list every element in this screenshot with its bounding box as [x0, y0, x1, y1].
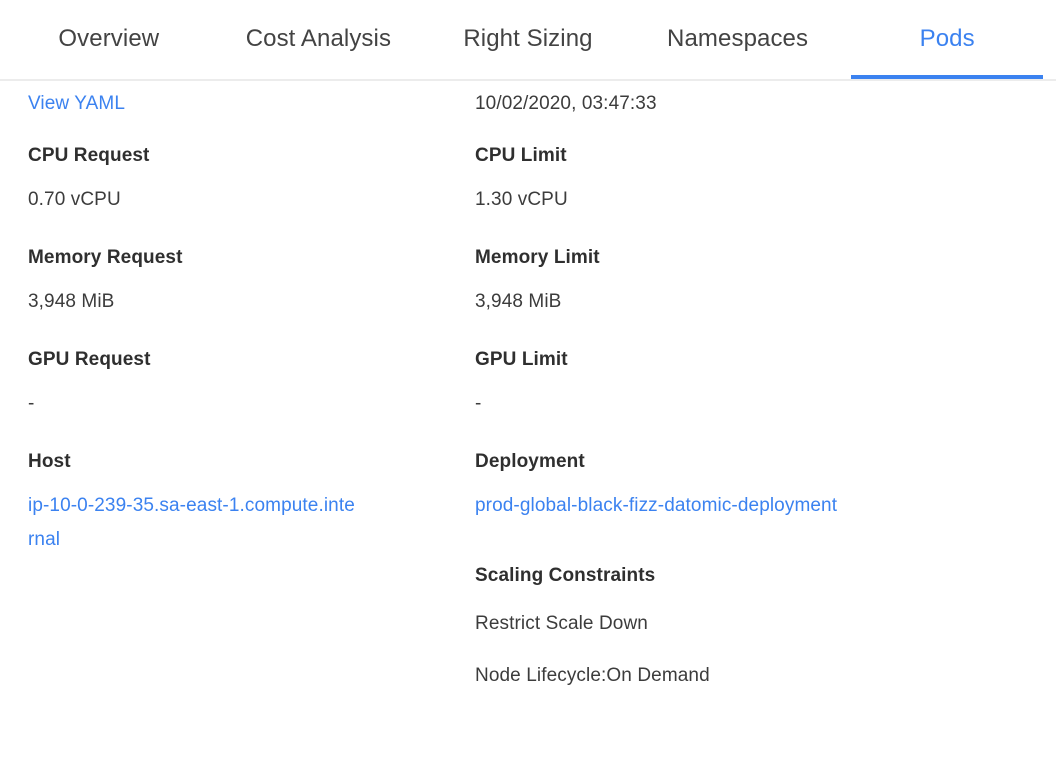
tab-pods-label: Pods — [919, 25, 975, 52]
field-gpu-limit: GPU Limit - — [475, 347, 1036, 449]
field-host-label: Host — [28, 451, 71, 472]
host-link[interactable]: ip-10-0-239-35.sa-east-1.compute.interna… — [28, 495, 355, 550]
field-gpu-request-label: GPU Request — [28, 349, 151, 370]
field-memory-request: Memory Request 3,948 MiB — [28, 245, 445, 347]
timestamp-row: 10/02/2020, 03:47:33 — [475, 81, 1036, 143]
scaling-constraints-title: Scaling Constraints — [475, 565, 656, 586]
tab-pods[interactable]: Pods — [842, 0, 1052, 79]
scaling-constraint-item: Node Lifecycle:On Demand — [475, 665, 710, 686]
tab-right-sizing[interactable]: Right Sizing — [423, 0, 633, 78]
field-deployment: Deployment prod-global-black-fizz-datomi… — [475, 449, 1036, 523]
view-yaml-row: View YAML — [28, 81, 445, 143]
tab-active-underline — [851, 75, 1043, 79]
field-cpu-limit-label: CPU Limit — [475, 145, 567, 166]
view-yaml-link[interactable]: View YAML — [28, 93, 126, 114]
field-deployment-label: Deployment — [475, 451, 585, 472]
field-memory-limit-label: Memory Limit — [475, 247, 600, 268]
detail-column-left: View YAML CPU Request 0.70 vCPU Memory R… — [0, 81, 465, 715]
field-cpu-request-label: CPU Request — [28, 145, 150, 166]
tab-cost-analysis-label: Cost Analysis — [245, 25, 392, 52]
scaling-constraint-item: Restrict Scale Down — [475, 613, 648, 634]
field-cpu-request: CPU Request 0.70 vCPU — [28, 143, 445, 245]
deployment-link[interactable]: prod-global-black-fizz-datomic-deploymen… — [475, 495, 838, 516]
tab-namespaces-label: Namespaces — [667, 25, 809, 52]
pod-timestamp: 10/02/2020, 03:47:33 — [475, 93, 657, 114]
field-memory-request-value: 3,948 MiB — [28, 291, 115, 312]
field-cpu-limit-value: 1.30 vCPU — [475, 189, 568, 210]
tab-namespaces[interactable]: Namespaces — [633, 0, 843, 78]
tab-bar: Overview Cost Analysis Right Sizing Name… — [0, 0, 1056, 81]
tab-overview-label: Overview — [58, 25, 160, 52]
tab-right-sizing-label: Right Sizing — [463, 25, 593, 52]
field-cpu-limit: CPU Limit 1.30 vCPU — [475, 143, 1036, 245]
tab-list: Overview Cost Analysis Right Sizing Name… — [0, 0, 1056, 79]
field-memory-request-label: Memory Request — [28, 247, 183, 268]
field-gpu-limit-value: - — [475, 393, 482, 414]
field-memory-limit-value: 3,948 MiB — [475, 291, 562, 312]
field-gpu-limit-label: GPU Limit — [475, 349, 568, 370]
tab-overview[interactable]: Overview — [4, 0, 214, 78]
pod-detail-panel: View YAML CPU Request 0.70 vCPU Memory R… — [0, 81, 1056, 715]
field-cpu-request-value: 0.70 vCPU — [28, 189, 121, 210]
field-gpu-request-value: - — [28, 393, 35, 414]
scaling-constraints-section: Scaling Constraints Restrict Scale Down … — [475, 523, 1036, 689]
detail-column-right: 10/02/2020, 03:47:33 CPU Limit 1.30 vCPU… — [465, 81, 1056, 715]
tab-bar-divider — [0, 79, 1056, 81]
field-gpu-request: GPU Request - — [28, 347, 445, 449]
tab-cost-analysis[interactable]: Cost Analysis — [214, 0, 424, 78]
field-memory-limit: Memory Limit 3,948 MiB — [475, 245, 1036, 347]
field-host: Host ip-10-0-239-35.sa-east-1.compute.in… — [28, 449, 445, 557]
